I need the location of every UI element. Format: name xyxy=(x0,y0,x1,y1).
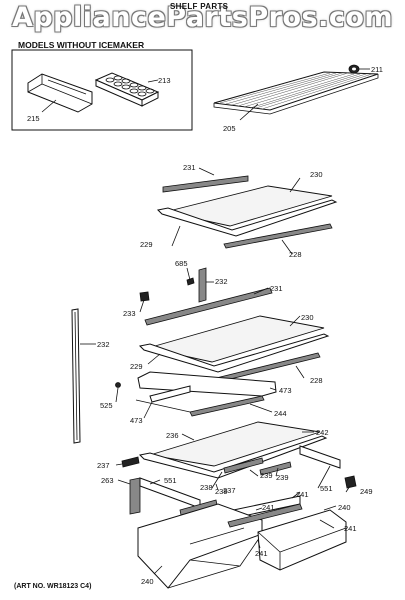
page-title: SHELF PARTS xyxy=(170,2,229,11)
callout-525: 525 xyxy=(100,401,113,410)
callout-231-b: 231 xyxy=(270,284,283,293)
art-number: (ART NO. WR18123 C4) xyxy=(14,583,92,590)
crisper-track-473-a xyxy=(137,371,277,397)
callout-473-a: 473 xyxy=(279,386,292,395)
callout-230-a: 230 xyxy=(310,170,323,179)
crisper-track-244 xyxy=(189,395,265,417)
ice-bucket-part xyxy=(27,73,93,113)
crisper-pan-240-left xyxy=(137,503,263,589)
callout-229-a: 229 xyxy=(140,240,153,249)
callout-242: 242 xyxy=(316,428,329,437)
screw-525 xyxy=(115,382,121,388)
crisper-pan-240-right xyxy=(257,509,347,571)
callout-205: 205 xyxy=(223,124,236,133)
rear-trim-228-a xyxy=(223,223,333,249)
rail-241-b xyxy=(227,503,303,528)
glass-shelf-230-a xyxy=(164,185,333,227)
callout-241-a: 241 xyxy=(296,490,309,499)
callout-240-a: 240 xyxy=(338,503,351,512)
callout-685: 685 xyxy=(175,259,188,268)
callout-233: 233 xyxy=(123,309,136,318)
glass-shelf-242 xyxy=(149,421,321,467)
callout-232-a: 232 xyxy=(215,277,228,286)
front-trim-231-a xyxy=(162,175,249,193)
watermark: AppliancePartsPros.com xyxy=(11,2,394,33)
shelf-frame-229-b xyxy=(138,333,330,373)
callout-241-c: 241 xyxy=(344,524,357,533)
inset-frame xyxy=(11,49,193,131)
callout-211: 211 xyxy=(371,65,383,74)
callout-249: 249 xyxy=(360,487,373,496)
ice-tray-part xyxy=(94,72,160,107)
rail-551-b xyxy=(299,445,341,469)
glass-shelf-230-b xyxy=(147,315,325,363)
callout-231-a: 231 xyxy=(183,163,196,172)
callout-551-a: 551 xyxy=(164,476,177,485)
slide-263 xyxy=(129,477,141,515)
cover-frame-236 xyxy=(138,435,328,479)
callout-473-b: 473 xyxy=(130,416,143,425)
callout-239-a: 239 xyxy=(215,487,228,496)
support-bracket-232 xyxy=(198,267,207,303)
slide-239-a xyxy=(223,457,264,474)
wire-shelf-part xyxy=(213,71,379,115)
callout-237-b: 237 xyxy=(223,486,236,495)
callout-228-b: 228 xyxy=(310,376,323,385)
callout-239-c: 239 xyxy=(276,473,289,482)
callout-237-a: 237 xyxy=(97,461,110,470)
callout-230-b: 230 xyxy=(301,313,314,322)
slide-237-a xyxy=(121,456,140,468)
callout-229-b: 229 xyxy=(130,362,143,371)
callout-239-b: 239 xyxy=(260,471,273,480)
shelf-cap-part xyxy=(348,64,360,74)
front-trim-231-b xyxy=(144,287,273,326)
callout-228-a: 228 xyxy=(289,250,302,259)
screw-685 xyxy=(186,277,195,286)
shelf-frame-229-a xyxy=(156,199,338,237)
callout-244: 244 xyxy=(274,409,287,418)
callout-238: 238 xyxy=(200,483,213,492)
callout-213: 213 xyxy=(158,76,171,85)
callout-232-b: 232 xyxy=(97,340,110,349)
bracket-249 xyxy=(344,475,357,489)
callout-241-b: 241 xyxy=(262,503,275,512)
callout-215: 215 xyxy=(27,114,40,123)
leader-lines xyxy=(41,68,370,575)
inset-title: MODELS WITHOUT ICEMAKER xyxy=(18,40,145,50)
callout-263: 263 xyxy=(101,476,114,485)
callout-240-b: 240 xyxy=(141,577,154,586)
callout-551-b: 551 xyxy=(320,484,333,493)
bracket-233 xyxy=(139,291,150,302)
callout-241-d: 241 xyxy=(255,549,268,558)
callout-236: 236 xyxy=(166,431,179,440)
slide-239-b xyxy=(259,461,292,476)
crisper-track-473-b xyxy=(149,385,191,403)
